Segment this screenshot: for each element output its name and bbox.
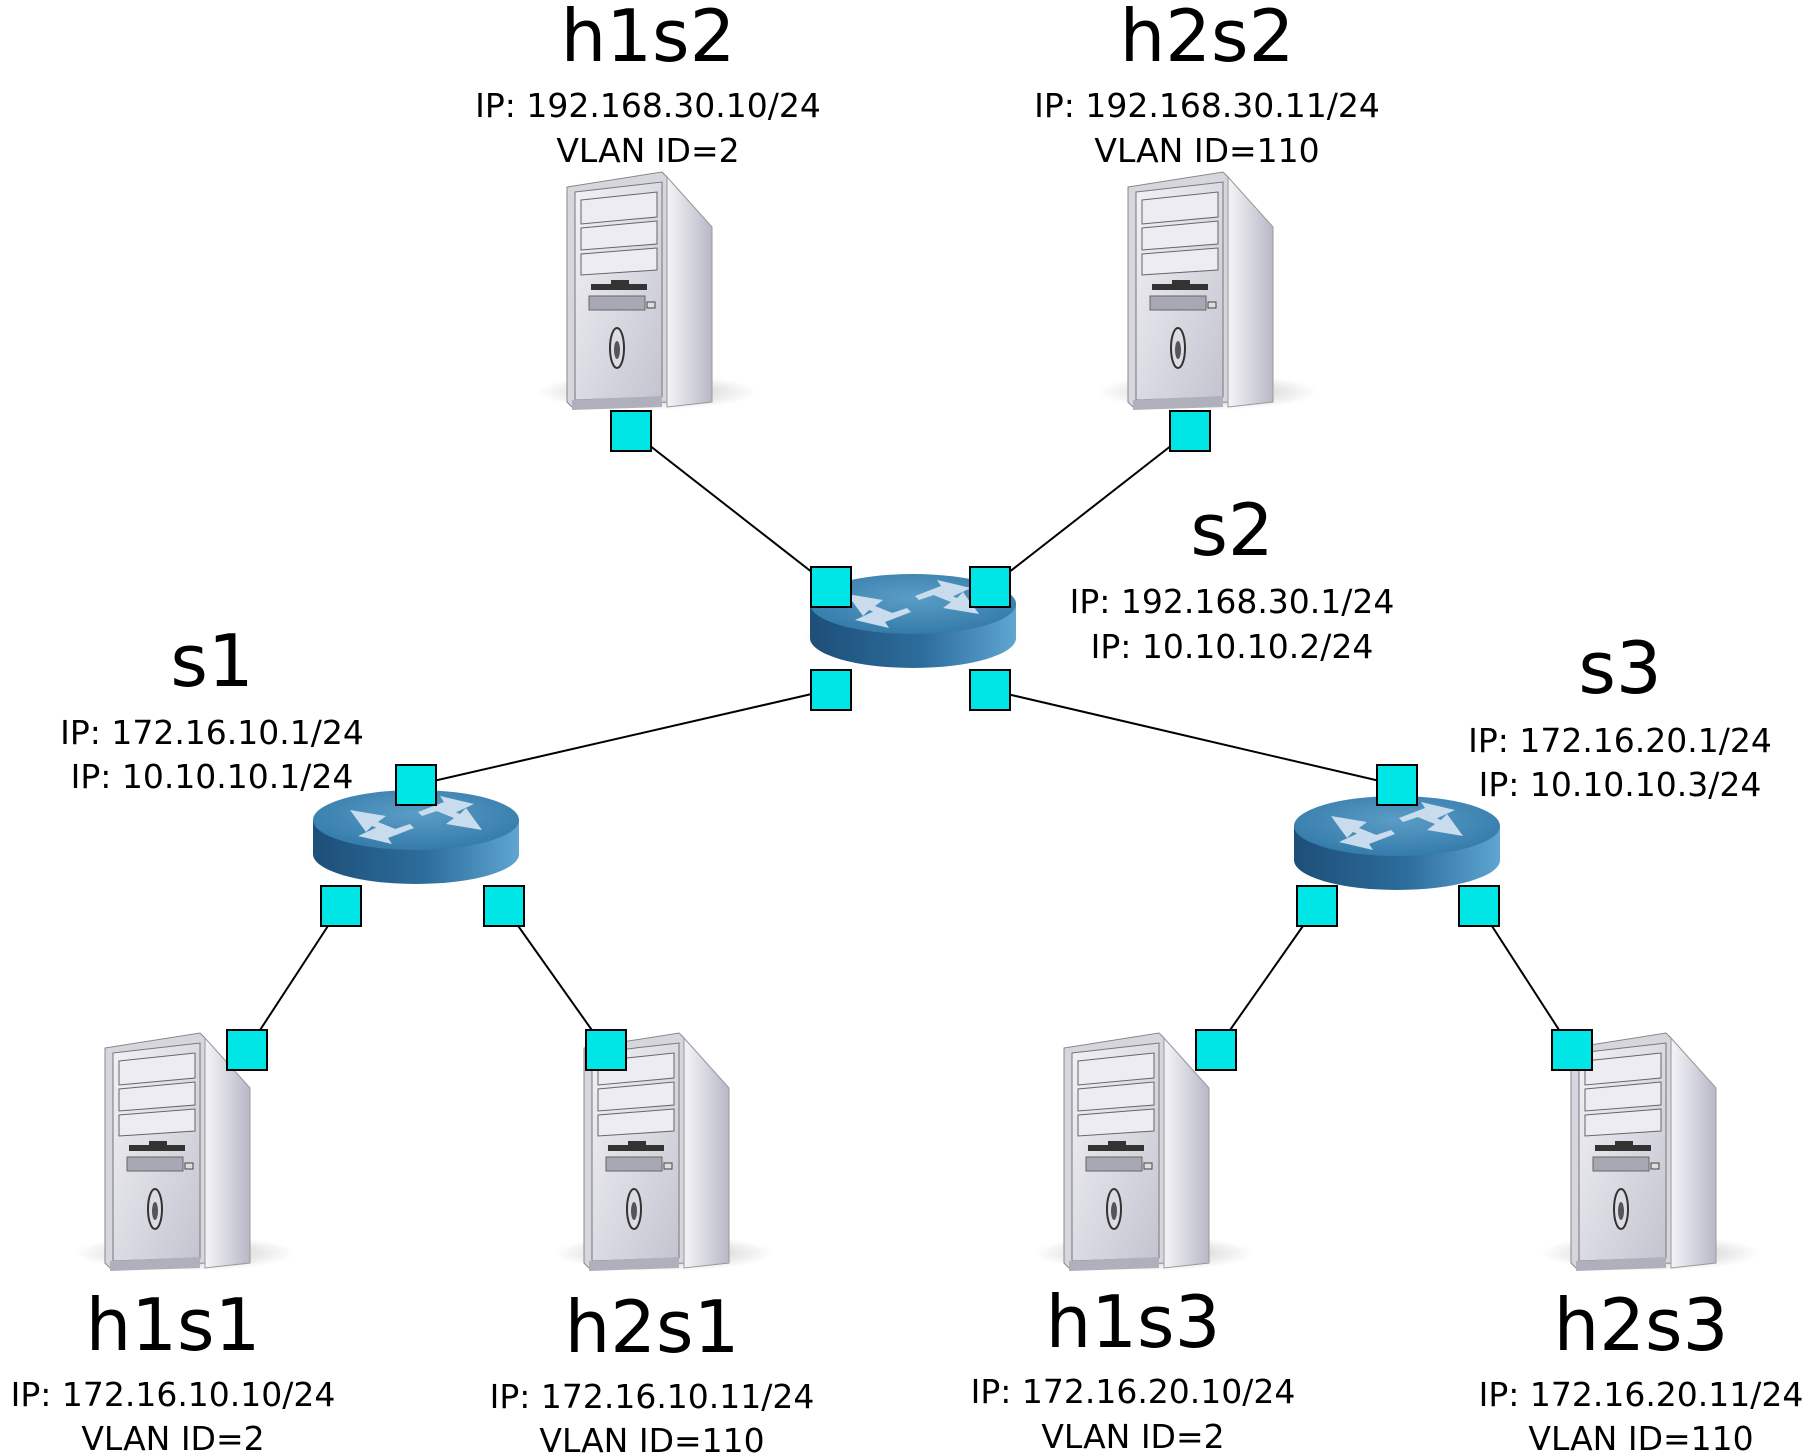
- host-h2s1-labels: h2s1 IP: 172.16.10.11/24 VLAN ID=110: [490, 1285, 815, 1455]
- port-icon: [1169, 410, 1211, 452]
- port-icon: [226, 1029, 268, 1071]
- host-name: h1s2: [561, 0, 736, 78]
- host-h1s1-labels: h1s1 IP: 172.16.10.10/24 VLAN ID=2: [11, 1283, 336, 1455]
- switch-ip: IP: 172.16.20.1/24: [1468, 721, 1772, 760]
- port-icon: [585, 1029, 627, 1071]
- link-s3-h1s3: [1215, 905, 1318, 1051]
- host-h1s2-labels: h1s2 IP: 192.168.30.10/24 VLAN ID=2: [475, 0, 821, 170]
- link-s3-h2s3: [1478, 905, 1573, 1051]
- switch-ip: IP: 10.10.10.1/24: [71, 757, 354, 796]
- host-name: h1s1: [86, 1283, 261, 1367]
- port-icon: [1376, 764, 1418, 806]
- port-icon: [483, 885, 525, 927]
- link-s1-h2s1: [503, 905, 607, 1051]
- host-ip: IP: 172.16.20.11/24: [1479, 1375, 1804, 1414]
- port-icon: [320, 885, 362, 927]
- host-ip: IP: 192.168.30.11/24: [1034, 86, 1380, 125]
- switch-s3-labels: s3 IP: 172.16.20.1/24 IP: 10.10.10.3/24: [1468, 626, 1772, 804]
- host-h2s3-labels: h2s3 IP: 172.16.20.11/24 VLAN ID=110: [1479, 1283, 1804, 1455]
- port-icon: [969, 566, 1011, 608]
- host-vlan: VLAN ID=2: [556, 131, 739, 170]
- host-vlan: VLAN ID=110: [1528, 1419, 1753, 1455]
- host-vlan: VLAN ID=110: [539, 1421, 764, 1455]
- server-icon: [536, 171, 758, 411]
- switch-name: s1: [170, 619, 253, 703]
- port-icon: [1458, 885, 1500, 927]
- switch-name: s3: [1578, 626, 1661, 710]
- host-name: h2s1: [565, 1285, 740, 1369]
- port-icon: [1296, 885, 1338, 927]
- link-h1s2-s2: [630, 430, 832, 588]
- host-name: h2s2: [1120, 0, 1295, 78]
- link-s2-s3: [989, 689, 1398, 786]
- links: [246, 430, 1573, 1051]
- switch-ip: IP: 10.10.10.3/24: [1479, 765, 1762, 804]
- port-icon: [1551, 1029, 1593, 1071]
- server-icon: [1097, 171, 1319, 411]
- switch-s2-labels: s2 IP: 192.168.30.1/24 IP: 10.10.10.2/24: [1070, 488, 1395, 666]
- router-icon: [1287, 796, 1507, 890]
- host-vlan: VLAN ID=110: [1094, 131, 1319, 170]
- link-h2s2-s2: [989, 430, 1191, 588]
- port-icon: [1195, 1029, 1237, 1071]
- host-ip: IP: 172.16.20.10/24: [971, 1372, 1296, 1411]
- switch-ip: IP: 192.168.30.1/24: [1070, 582, 1395, 621]
- port-icon: [810, 566, 852, 608]
- switch-ip: IP: 172.16.10.1/24: [60, 713, 364, 752]
- host-vlan: VLAN ID=2: [81, 1419, 264, 1455]
- host-ip: IP: 172.16.10.10/24: [11, 1375, 336, 1414]
- host-h1s3-labels: h1s3 IP: 172.16.20.10/24 VLAN ID=2: [971, 1280, 1296, 1455]
- host-vlan: VLAN ID=2: [1041, 1417, 1224, 1455]
- host-name: h2s3: [1554, 1283, 1729, 1367]
- host-name: h1s3: [1046, 1280, 1221, 1364]
- port-icon: [610, 410, 652, 452]
- switch-s1-labels: s1 IP: 172.16.10.1/24 IP: 10.10.10.1/24: [60, 619, 364, 796]
- link-s2-s1: [415, 689, 830, 786]
- host-h2s2-labels: h2s2 IP: 192.168.30.11/24 VLAN ID=110: [1034, 0, 1380, 170]
- link-s1-h1s1: [246, 905, 342, 1051]
- port-icon: [395, 764, 437, 806]
- host-ip: IP: 172.16.10.11/24: [490, 1377, 815, 1416]
- switch-ip: IP: 10.10.10.2/24: [1091, 627, 1374, 666]
- switch-name: s2: [1190, 488, 1273, 572]
- host-ip: IP: 192.168.30.10/24: [475, 86, 821, 125]
- port-icon: [969, 669, 1011, 711]
- port-icon: [810, 669, 852, 711]
- ports: [226, 410, 1593, 1071]
